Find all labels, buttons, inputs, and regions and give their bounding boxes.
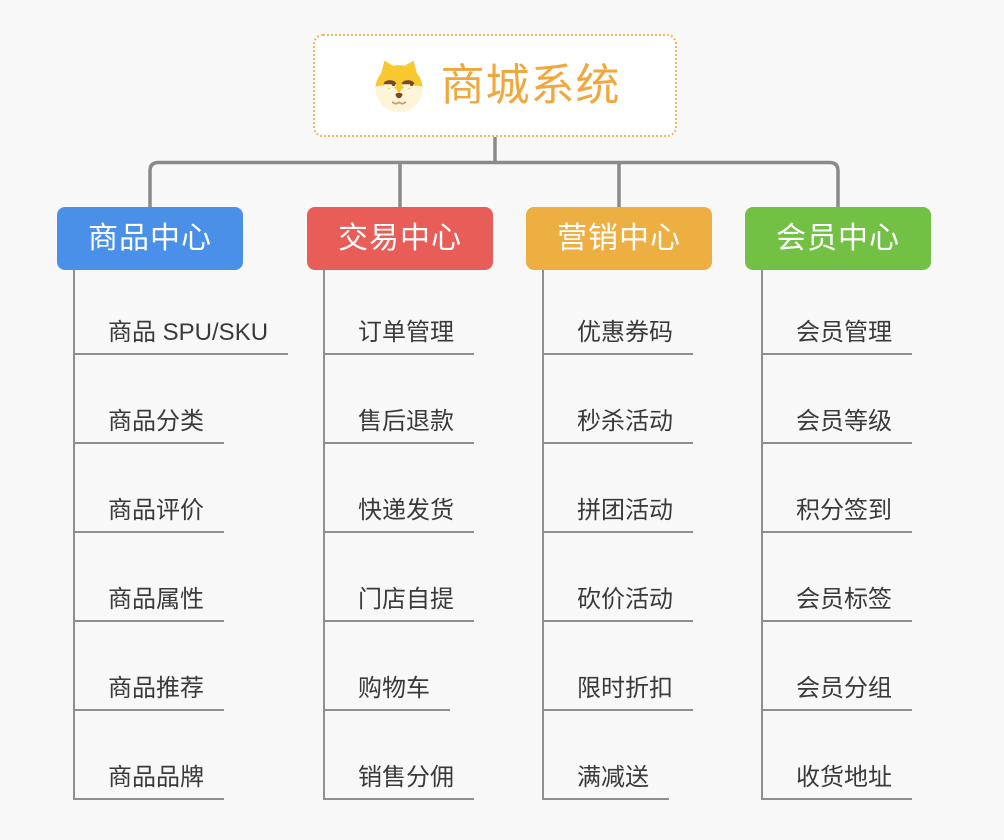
leaf-item[interactable]: 优惠券码 (544, 270, 693, 355)
leaf-item-label: 商品评价 (108, 497, 204, 525)
branch-leaf-column: 会员管理会员等级积分签到会员标签会员分组收货地址 (761, 270, 912, 800)
leaf-item-label: 限时折扣 (577, 675, 673, 703)
branch-label: 交易中心 (338, 221, 462, 255)
leaf-item[interactable]: 售后退款 (325, 355, 474, 444)
branch-leaf-column: 商品 SPU/SKU 商品分类商品评价商品属性商品推荐商品品牌 (73, 270, 289, 800)
branch-label: 营销中心 (557, 221, 681, 255)
branch-node-1[interactable]: 商品中心 (57, 207, 243, 270)
leaf-item-label: 销售分佣 (358, 764, 454, 792)
leaf-item[interactable]: 商品品牌 (75, 711, 224, 800)
branch-leaf-column: 订单管理售后退款快递发货门店自提购物车销售分佣 (323, 270, 474, 800)
leaf-item[interactable]: 限时折扣 (544, 622, 693, 711)
branch-rail-line (148, 160, 840, 207)
leaf-item[interactable]: 拼团活动 (544, 444, 693, 533)
leaf-item-label: 砍价活动 (577, 586, 673, 614)
leaf-item-label: 门店自提 (358, 586, 454, 614)
leaf-item-label: 会员等级 (796, 408, 892, 436)
leaf-item[interactable]: 商品 SPU/SKU (75, 270, 289, 355)
leaf-item[interactable]: 购物车 (325, 622, 450, 711)
branch-node-3[interactable]: 营销中心 (526, 207, 712, 270)
leaf-item[interactable]: 门店自提 (325, 533, 474, 622)
leaf-item[interactable]: 会员标签 (763, 533, 912, 622)
leaf-item[interactable]: 满减送 (544, 711, 669, 800)
leaf-item[interactable]: 会员等级 (763, 355, 912, 444)
branch-node-2[interactable]: 交易中心 (307, 207, 493, 270)
leaf-item-label: 优惠券码 (577, 319, 673, 347)
leaf-item-label: 商品属性 (108, 586, 204, 614)
leaf-item[interactable]: 商品分类 (75, 355, 224, 444)
leaf-item-label: 会员分组 (796, 675, 892, 703)
leaf-item-label: 拼团活动 (577, 497, 673, 525)
leaf-item-label: 商品 SPU/SKU (108, 319, 269, 347)
root-node[interactable]: 商城系统 (313, 34, 677, 137)
leaf-item-label: 订单管理 (358, 319, 454, 347)
leaf-item-label: 商品推荐 (108, 675, 204, 703)
leaf-item[interactable]: 快递发货 (325, 444, 474, 533)
leaf-item[interactable]: 积分签到 (763, 444, 912, 533)
branch-leaf-column: 优惠券码秒杀活动拼团活动砍价活动限时折扣满减送 (542, 270, 693, 800)
leaf-item[interactable]: 会员管理 (763, 270, 912, 355)
root-title: 商城系统 (440, 60, 621, 110)
branch-node-4[interactable]: 会员中心 (745, 207, 931, 270)
leaf-item[interactable]: 会员分组 (763, 622, 912, 711)
leaf-item-label: 商品分类 (108, 408, 204, 436)
branch-label: 商品中心 (88, 221, 212, 255)
leaf-item[interactable]: 订单管理 (325, 270, 474, 355)
leaf-item-label: 商品品牌 (108, 764, 204, 792)
dog-face-icon (374, 60, 423, 112)
leaf-item[interactable]: 收货地址 (763, 711, 912, 800)
leaf-item[interactable]: 商品评价 (75, 444, 224, 533)
branch-label: 会员中心 (776, 221, 900, 255)
leaf-item-label: 快递发货 (358, 497, 454, 525)
leaf-item[interactable]: 商品推荐 (75, 622, 224, 711)
leaf-item-label: 售后退款 (358, 408, 454, 436)
leaf-item-label: 积分签到 (796, 497, 892, 525)
leaf-item-label: 满减送 (577, 764, 649, 792)
leaf-item-label: 收货地址 (796, 764, 892, 792)
leaf-item[interactable]: 砍价活动 (544, 533, 693, 622)
leaf-item-label: 秒杀活动 (577, 408, 673, 436)
leaf-item-label: 会员管理 (796, 319, 892, 347)
leaf-item-label: 购物车 (358, 675, 430, 703)
leaf-item[interactable]: 销售分佣 (325, 711, 474, 800)
leaf-item[interactable]: 商品属性 (75, 533, 224, 622)
leaf-item-label: 会员标签 (796, 586, 892, 614)
leaf-item[interactable]: 秒杀活动 (544, 355, 693, 444)
